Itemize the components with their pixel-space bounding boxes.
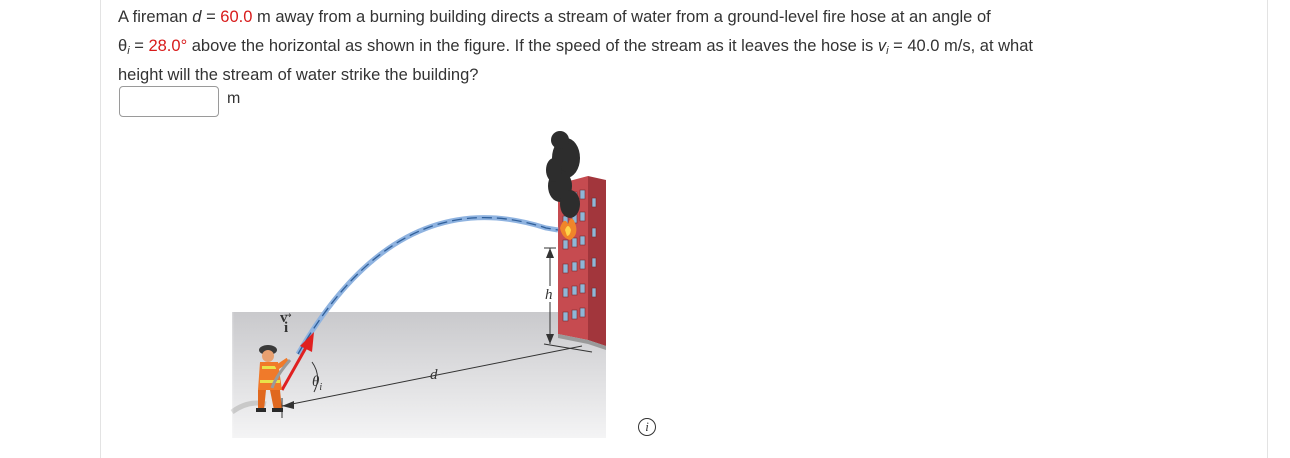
angle-arc	[311, 361, 318, 393]
info-icon[interactable]: i	[638, 418, 656, 436]
answer-input[interactable]	[119, 86, 219, 117]
ground	[232, 312, 606, 438]
text-segment: above the horizontal as shown in the fig…	[187, 37, 878, 55]
variable-v: v	[877, 37, 887, 55]
variable-theta: θ	[118, 37, 128, 55]
theta-subscript: i	[127, 45, 130, 57]
ground-fade	[228, 312, 288, 440]
physics-figure: d θi i v → h	[228, 131, 606, 440]
question-line-1: A fireman d = 60.0 m away from a burning…	[118, 3, 1258, 32]
building	[558, 176, 606, 350]
text-segment: =	[129, 37, 149, 55]
fire	[560, 218, 577, 240]
label-d: d	[430, 367, 438, 383]
question-line-3: height will the stream of water strike t…	[118, 66, 479, 84]
text-segment: A fireman	[118, 8, 193, 26]
question-line-2: θi = 28.0° above the horizontal as shown…	[118, 32, 1258, 61]
text-segment: =	[201, 8, 221, 26]
question-panel	[100, 0, 1268, 458]
angle-value: 28.0°	[148, 37, 188, 55]
answer-unit: m	[227, 89, 241, 107]
distance-value: 60.0	[220, 8, 253, 26]
height-label-bg	[542, 286, 556, 302]
water-stream-core	[297, 216, 559, 355]
velocity-arrowhead	[300, 332, 314, 352]
text-segment: m away from a burning building directs a…	[252, 8, 991, 26]
variable-d: d	[192, 8, 202, 26]
smoke	[546, 131, 580, 218]
height-arrow-up	[546, 248, 554, 258]
answer-row: m	[119, 86, 240, 117]
question-text: A fireman d = 60.0 m away from a burning…	[118, 3, 1258, 90]
v-subscript: i	[886, 45, 889, 57]
distance-line	[281, 345, 583, 407]
text-segment: = 40.0 m/s, at what	[888, 37, 1033, 55]
height-tick-bottom	[543, 343, 593, 353]
height-arrow-down	[546, 334, 554, 344]
label-theta: θi	[312, 374, 322, 393]
label-h: h	[545, 287, 553, 303]
